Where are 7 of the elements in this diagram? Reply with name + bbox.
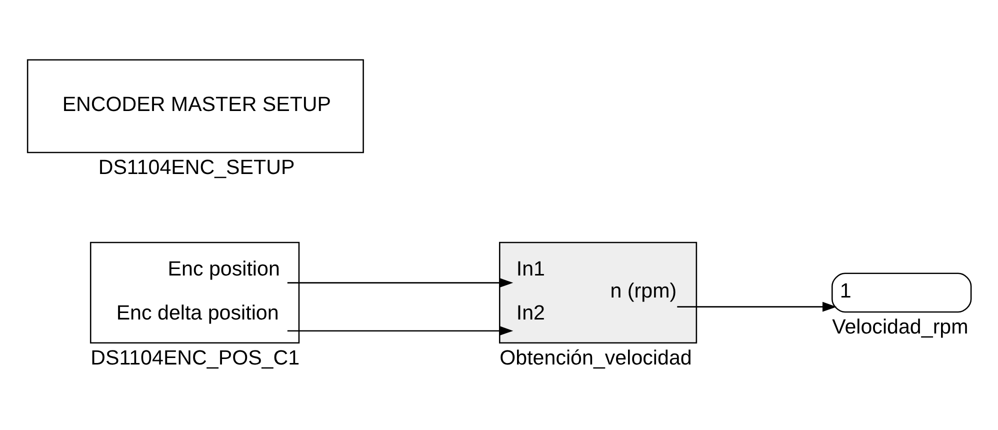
arrow: [677, 301, 837, 312]
node-label: DS1104ENC_POS_C1: [90, 346, 300, 369]
arrow: [287, 325, 514, 336]
node-label: Velocidad_rpm: [832, 315, 968, 338]
node-label: Obtención_velocidad: [500, 346, 692, 369]
node-label: DS1104ENC_SETUP: [98, 156, 295, 179]
arrow: [287, 277, 514, 288]
